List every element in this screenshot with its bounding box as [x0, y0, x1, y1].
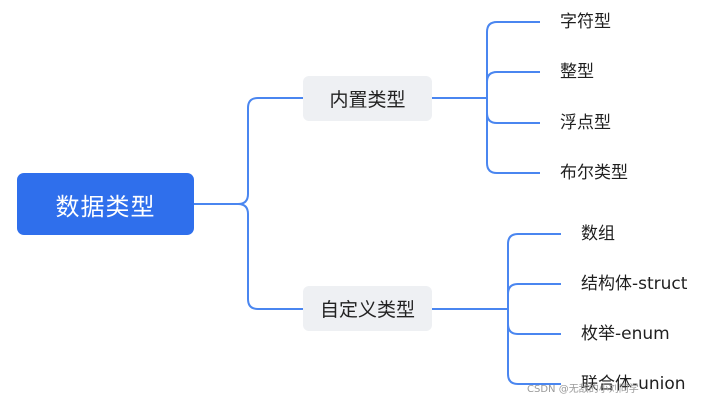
- edge-builtin-leaf-1: [486, 21, 540, 98]
- edge-builtin-leaf-4: [486, 98, 540, 174]
- leaf-float[interactable]: 浮点型: [560, 113, 611, 133]
- edge-custom-leaf-2: [507, 283, 561, 309]
- leaf-enum[interactable]: 枚举-enum: [581, 324, 670, 344]
- edge-custom-leaf-3: [507, 309, 561, 335]
- root-node-label: 数据类型: [55, 192, 156, 221]
- leaf-int[interactable]: 整型: [560, 62, 594, 82]
- edge-custom-leaf-1: [507, 233, 561, 309]
- builtin-types-label: 内置类型: [329, 89, 406, 111]
- edge-builtin-leaf-3: [486, 98, 540, 124]
- leaf-char[interactable]: 字符型: [560, 12, 611, 32]
- custom-types-label: 自定义类型: [319, 299, 415, 321]
- edge-root-custom: [194, 203, 303, 310]
- watermark: CSDN @无敌的小刘同学: [527, 384, 639, 395]
- edge-builtin-leaf-2: [486, 71, 540, 98]
- leaf-struct[interactable]: 结构体-struct: [581, 274, 688, 294]
- edge-root-builtin: [194, 97, 303, 205]
- leaf-array[interactable]: 数组: [581, 224, 615, 244]
- builtin-types-node[interactable]: 内置类型: [303, 76, 432, 121]
- edge-custom-leaf-4: [507, 309, 561, 385]
- custom-types-node[interactable]: 自定义类型: [303, 286, 432, 331]
- leaf-union[interactable]: 联合体-union: [581, 374, 686, 394]
- root-node[interactable]: 数据类型: [17, 173, 194, 235]
- leaf-bool[interactable]: 布尔类型: [560, 163, 628, 183]
